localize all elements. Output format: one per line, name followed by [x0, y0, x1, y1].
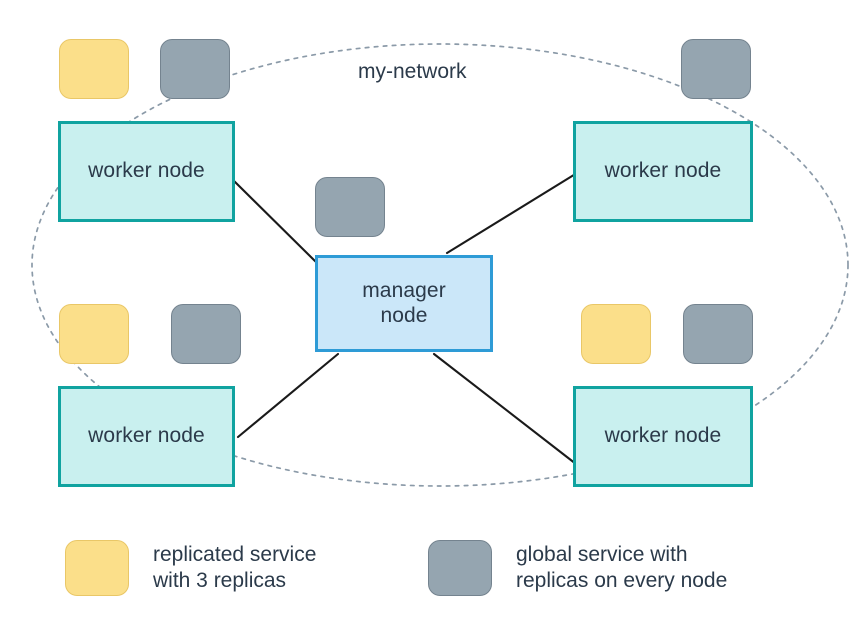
legend-global-label: global service with replicas on every no… — [516, 543, 728, 592]
node-label: worker node — [604, 424, 722, 448]
connector-lines — [229, 171, 579, 466]
service-chip-replicated-bottom-right[interactable] — [581, 304, 651, 364]
service-chip-global-top-right[interactable] — [681, 39, 751, 99]
node-manager[interactable]: manager node — [315, 255, 493, 352]
legend-replicated-swatch — [65, 540, 129, 596]
connector-manager-to-worker-top-left — [229, 176, 318, 264]
service-chip-replicated-top-left[interactable] — [59, 39, 129, 99]
network-boundary-ellipse — [31, 43, 849, 487]
network-label: my-network — [358, 60, 467, 83]
service-chip-replicated-bottom-left[interactable] — [59, 304, 129, 364]
service-chip-global-bottom-right[interactable] — [683, 304, 753, 364]
legend-global-swatch — [428, 540, 492, 596]
node-label: manager node — [362, 278, 446, 327]
node-worker-bottom-left[interactable]: worker node — [58, 386, 235, 487]
connector-manager-to-worker-top-right — [445, 171, 579, 255]
connector-manager-to-worker-bottom-left — [236, 352, 340, 439]
node-worker-bottom-right[interactable]: worker node — [573, 386, 753, 487]
connector-manager-to-worker-bottom-right — [432, 352, 578, 466]
node-label: worker node — [88, 159, 205, 183]
legend-replicated: replicated service with 3 replicas — [65, 540, 316, 596]
service-chip-global-center[interactable] — [315, 177, 385, 237]
node-worker-top-left[interactable]: worker node — [58, 121, 235, 222]
node-label: worker node — [604, 159, 722, 183]
node-worker-top-right[interactable]: worker node — [573, 121, 753, 222]
node-label: worker node — [88, 424, 205, 448]
legend-global: global service with replicas on every no… — [428, 540, 727, 596]
legend-replicated-label: replicated service with 3 replicas — [153, 543, 317, 592]
service-chip-global-top-left[interactable] — [160, 39, 230, 99]
service-chip-global-bottom-left[interactable] — [171, 304, 241, 364]
